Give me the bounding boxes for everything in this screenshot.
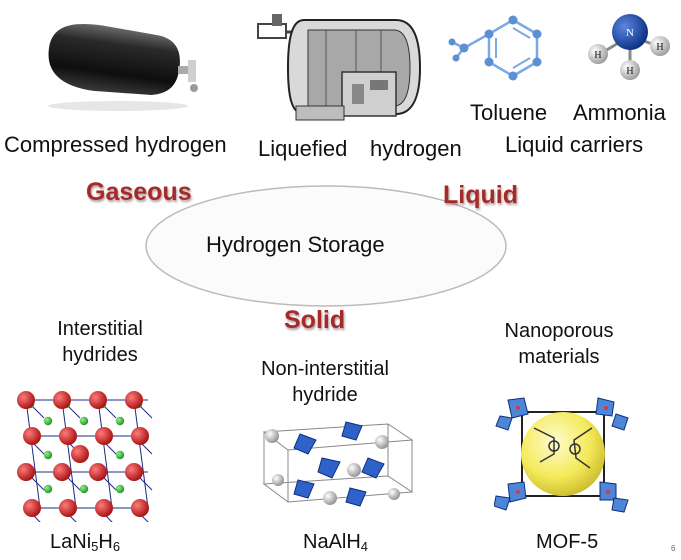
lani-subscript-6: 6 [112,539,121,554]
naalh4-formula: NaAlH4 [303,531,369,554]
naalh-subscript-4: 4 [360,539,369,554]
lattice-bond [133,399,149,509]
liquid-category-label: Liquid [443,181,518,209]
lanthanum-atom [131,499,149,517]
solid-category-label: Solid [284,306,346,334]
ammonia-molecule-image: N H H H [588,14,670,80]
nickel-atom [43,484,53,494]
nickel-atom [115,484,125,494]
hydrogen-atom-label: H [656,42,663,53]
page-number: 6 [671,544,676,553]
lanthanum-atom [53,391,71,409]
hydrogen-atom-label: H [626,66,633,77]
central-ellipse [145,185,507,307]
lattice-bond [97,399,113,509]
non-interstitial-line-2: hydride [292,384,358,406]
lanthanum-atom [17,463,35,481]
lani5h6-formula: LaNi5H6 [50,531,121,554]
hydrogen-storage-title: Hydrogen Storage [206,232,385,257]
lanthanum-atom [23,427,41,445]
liquid-carriers-label: Liquid carriers [505,132,644,157]
nickel-atom [43,450,53,460]
interstitial-hydrides-caption: Interstitial hydrides [30,316,170,368]
lanthanum-atom [23,499,41,517]
lanthanum-atom [95,499,113,517]
non-interstitial-line-1: Non-interstitial [261,358,389,380]
interstitial-line-2: hydrides [62,344,138,366]
nitrogen-atom-label: N [626,27,634,39]
lani5h6-crystal-lattice-image [17,391,153,522]
nanoporous-materials-caption: Nanoporous materials [484,318,634,370]
liquefied-label: Liquefied [258,136,348,161]
naalh4-crystal-structure-image [262,421,414,507]
nickel-atom [115,416,125,426]
lanthanum-atom [89,391,107,409]
toluene-label: Toluene [470,100,548,125]
lani-h-text: H [98,531,113,553]
lanthanum-atom [131,427,149,445]
nickel-atom [115,450,125,460]
lattice-bond [25,399,41,509]
lanthanum-atom [59,499,77,517]
lanthanum-atom [17,391,35,409]
lattice-bond [61,399,77,509]
mof5-formula: MOF-5 [536,531,599,553]
interstitial-line-1: Interstitial [57,318,143,340]
lanthanum-atom [95,427,113,445]
mof5-framework-image [494,397,629,513]
lanthanum-atom [71,445,89,463]
ammonia-label: Ammonia [573,100,666,125]
nickel-atom [79,416,89,426]
liquefied-hydrogen-tank-image [257,14,422,121]
toluene-structure-image [448,15,542,81]
liquefied-hydrogen-label: hydrogen [370,136,462,161]
naalh-base-text: NaAlH [303,531,361,553]
lanthanum-atom [53,463,71,481]
lani-subscript-5: 5 [91,539,99,554]
lanthanum-atom [89,463,107,481]
hydrogen-atom-label: H [594,50,601,61]
nickel-atom [79,484,89,494]
lanthanum-atom [125,463,143,481]
lanthanum-atom [125,391,143,409]
compressed-hydrogen-label: Compressed hydrogen [4,132,227,157]
non-interstitial-hydride-caption: Non-interstitial hydride [240,356,410,408]
compressed-hydrogen-tank-image [48,23,198,111]
nanoporous-line-1: Nanoporous [504,320,614,342]
nickel-atom [43,416,53,426]
gaseous-category-label: Gaseous [86,178,192,206]
lanthanum-atom [59,427,77,445]
lani-base-text: LaNi [50,531,92,553]
nanoporous-line-2: materials [518,346,600,368]
